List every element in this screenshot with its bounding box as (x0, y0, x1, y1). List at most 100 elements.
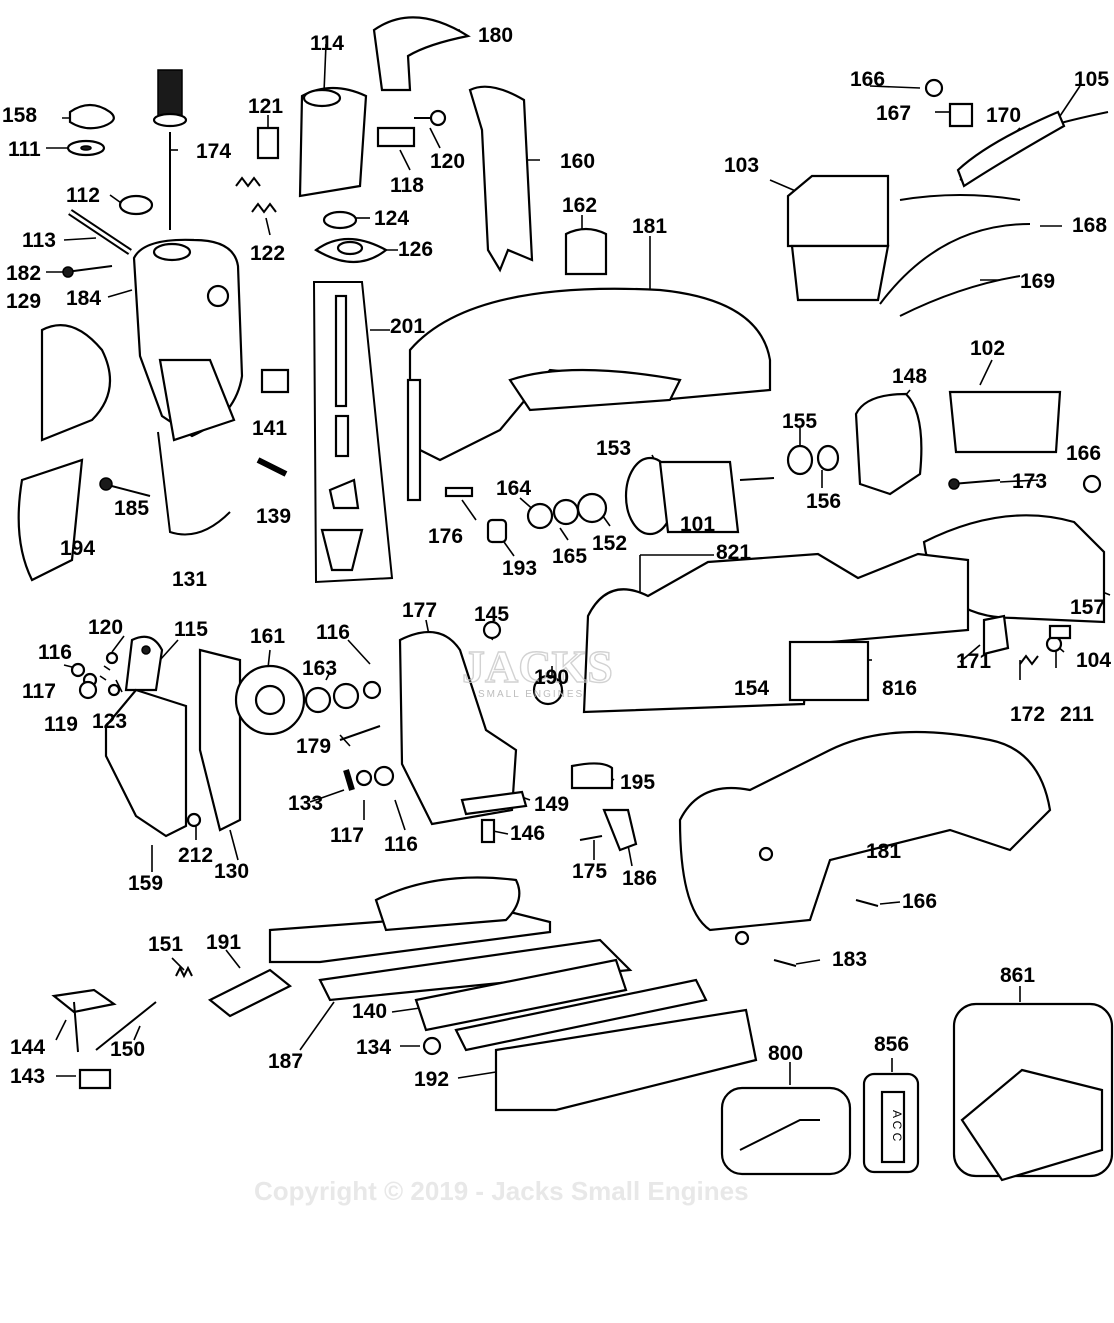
part-label: 154 (734, 677, 769, 700)
logo-subtext: SMALL ENGINES (478, 689, 584, 700)
part-label: 201 (390, 315, 425, 338)
part-label: 129 (6, 290, 41, 313)
copyright-watermark: Copyright © 2019 - Jacks Small Engines (254, 1176, 749, 1206)
part-label: 120 (430, 150, 465, 173)
part-label: 800 (768, 1042, 803, 1065)
part-label: 176 (428, 525, 463, 548)
part-label: 113 (22, 229, 56, 252)
part-label: 101 (680, 513, 715, 536)
part-label: 114 (310, 32, 344, 55)
part-label: 140 (352, 1000, 387, 1023)
leader-lines (46, 29, 1111, 1085)
part-label: 193 (502, 557, 537, 580)
part-label: 171 (956, 650, 991, 673)
part-label: 185 (114, 497, 149, 520)
part-label: 183 (832, 948, 867, 971)
parts-drawing (17, 16, 1114, 1182)
part-label: 166 (902, 890, 937, 913)
part-label: 103 (724, 154, 759, 177)
part-label: 150 (110, 1038, 145, 1061)
part-label: 181 (866, 840, 901, 863)
part-label: 153 (596, 437, 631, 460)
part-label: 166 (1066, 442, 1101, 465)
part-label: 179 (296, 735, 331, 758)
part-label: 177 (402, 599, 437, 622)
part-label: 167 (876, 102, 911, 125)
part-label: 144 (10, 1036, 45, 1059)
part-label: 124 (374, 207, 409, 230)
part-label: 162 (562, 194, 597, 217)
part-label: 164 (496, 477, 531, 500)
part-label: 190 (534, 666, 569, 689)
part-label: 119 (44, 713, 78, 736)
part-label: 116 (316, 621, 350, 644)
part-label: 133 (288, 792, 323, 815)
part-label: 174 (196, 140, 231, 163)
part-label: 159 (128, 872, 163, 895)
part-number-labels: 158 111 174 112 113 182 184 129 114 180 … (2, 24, 1111, 1091)
part-label: 120 (88, 616, 123, 639)
part-label: 172 (1010, 703, 1045, 726)
part-label: 143 (10, 1065, 45, 1088)
part-label: 184 (66, 287, 101, 310)
part-label: 160 (560, 150, 595, 173)
part-label: 141 (252, 417, 287, 440)
part-label: 145 (474, 603, 509, 626)
part-label: 131 (172, 568, 207, 591)
part-label: 116 (384, 833, 418, 856)
part-label: 175 (572, 860, 607, 883)
part-label: 104 (1076, 649, 1111, 672)
part-label: 105 (1074, 68, 1109, 91)
part-label: 212 (178, 844, 213, 867)
logo-text: JACKS (462, 641, 613, 692)
case-label: A C C (890, 1110, 904, 1142)
part-label: 816 (882, 677, 917, 700)
part-label: 161 (250, 625, 285, 648)
part-label: 861 (1000, 964, 1035, 987)
part-label: 195 (620, 771, 655, 794)
part-label: 117 (22, 680, 56, 703)
part-label: 148 (892, 365, 927, 388)
part-label: 186 (622, 867, 657, 890)
part-label: 139 (256, 505, 291, 528)
part-label: 173 (1012, 470, 1047, 493)
part-label: 117 (330, 824, 364, 847)
part-label: 211 (1060, 703, 1094, 726)
part-label: 166 (850, 68, 885, 91)
part-label: 191 (206, 931, 241, 954)
part-label: 155 (782, 410, 817, 433)
part-label: 194 (60, 537, 95, 560)
part-label: 169 (1020, 270, 1055, 293)
part-label: 170 (986, 104, 1021, 127)
part-label: 146 (510, 822, 545, 845)
part-label: 102 (970, 337, 1005, 360)
part-label: 123 (92, 710, 127, 733)
part-label: 158 (2, 104, 37, 127)
part-label: 149 (534, 793, 569, 816)
part-label: 115 (174, 618, 208, 641)
part-label: 168 (1072, 214, 1107, 237)
part-label: 187 (268, 1050, 303, 1073)
part-label: 156 (806, 490, 841, 513)
part-label: 163 (302, 657, 337, 680)
part-label: 181 (632, 215, 667, 238)
part-label: 180 (478, 24, 513, 47)
part-label: 152 (592, 532, 627, 555)
part-label: 192 (414, 1068, 449, 1091)
part-label: 134 (356, 1036, 391, 1059)
part-label: 165 (552, 545, 587, 568)
part-label: 126 (398, 238, 433, 261)
part-label: 157 (1070, 596, 1105, 619)
part-label: 111 (8, 138, 41, 161)
part-label: 821 (716, 541, 751, 564)
part-label: 112 (66, 184, 100, 207)
part-label: 182 (6, 262, 41, 285)
part-label: 130 (214, 860, 249, 883)
part-label: 122 (250, 242, 285, 265)
jacks-logo-watermark: JACKS SMALL ENGINES (461, 640, 613, 700)
part-label: 856 (874, 1033, 909, 1056)
part-label: 118 (390, 174, 424, 197)
part-label: 151 (148, 933, 183, 956)
part-label: 116 (38, 641, 72, 664)
